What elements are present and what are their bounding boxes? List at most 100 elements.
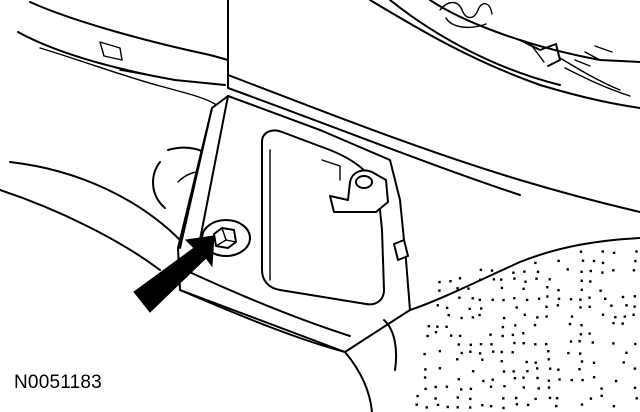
carpet-dot: [469, 406, 472, 409]
carpet-dot: [625, 351, 628, 354]
carpet-dot: [489, 405, 493, 408]
carpet-texture: [415, 250, 638, 410]
carpet-dot: [622, 361, 625, 364]
carpet-dot: [600, 394, 603, 397]
carpet-dot: [623, 315, 626, 318]
carpet-dot: [599, 289, 602, 292]
carpet-dot: [556, 304, 560, 307]
carpet-dot: [621, 322, 624, 325]
carpet-dot: [502, 397, 505, 400]
carpet-dot: [578, 340, 581, 343]
carpet-dot: [612, 251, 616, 254]
carpet-dot: [536, 367, 539, 370]
carpet-dot: [580, 279, 583, 282]
carpet-dot: [445, 306, 449, 309]
carpet-dot: [635, 250, 638, 253]
carpet-dot: [480, 307, 483, 310]
carpet-dot: [457, 378, 460, 381]
carpet-dot: [478, 352, 482, 355]
carpet-dot: [434, 385, 437, 389]
carpet-dot: [490, 343, 493, 346]
seat-cushion-outline: [0, 146, 215, 271]
fastener-bolt: [201, 219, 251, 257]
carpet-dot: [438, 289, 441, 292]
carpet-dot: [610, 304, 613, 307]
carpet-dot: [511, 333, 515, 337]
carpet-dot: [525, 360, 528, 364]
carpet-dot: [589, 397, 593, 400]
carpet-dot: [526, 370, 529, 373]
carpet-dot: [501, 334, 504, 338]
carpet-dot: [612, 269, 615, 272]
carpet-dot: [614, 379, 618, 383]
carpet-dot: [434, 397, 437, 400]
carpet-dot: [547, 350, 550, 353]
carpet-dot: [589, 269, 592, 273]
carpet-dot: [580, 403, 584, 406]
carpet-dot: [512, 271, 515, 274]
carpet-dot: [569, 340, 573, 343]
carpet-dot: [514, 324, 517, 327]
carpet-dot: [515, 396, 518, 400]
carpet-dot: [501, 325, 505, 329]
carpet-dot: [513, 377, 517, 380]
carpet-dot: [547, 386, 551, 389]
carpet-dot: [570, 378, 573, 382]
carpet-dot: [534, 343, 537, 346]
carpet-dot: [502, 316, 506, 320]
carpet-dot: [426, 334, 429, 338]
carpet-dot: [513, 297, 516, 300]
carpet-dot: [580, 270, 583, 273]
carpet-dot: [612, 405, 616, 408]
carpet-dot: [416, 394, 419, 398]
carpet-dot: [471, 316, 475, 319]
carpet-dot: [479, 278, 482, 281]
carpet-dot: [566, 268, 569, 271]
carpet-dot: [545, 315, 548, 318]
carpet-dot: [457, 343, 460, 346]
carpet-dot: [537, 297, 541, 300]
carpet-dot: [557, 297, 561, 300]
carpet-dot: [522, 287, 525, 290]
carpet-dot: [625, 304, 628, 307]
carpet-dot: [579, 352, 582, 355]
carpet-dot: [500, 360, 503, 363]
carpet-dot: [445, 325, 448, 328]
carpet-dot: [534, 361, 537, 364]
carpet-dot: [632, 269, 636, 272]
carpet-dot: [478, 298, 481, 301]
carpet-dot: [548, 278, 551, 281]
carpet-dot: [468, 307, 471, 310]
carpet-dot: [424, 387, 427, 391]
carpet-dot: [415, 403, 418, 406]
carpet-dot: [502, 298, 505, 302]
carpet-dot: [467, 287, 470, 290]
carpet-dot: [632, 313, 635, 316]
carpet-dot: [469, 350, 472, 353]
carpet-dot: [513, 341, 516, 345]
carpet-dot: [482, 379, 485, 383]
carpet-dot: [502, 370, 506, 373]
carpet-dot: [469, 387, 473, 391]
carpet-dot: [515, 306, 518, 309]
carpet-dot: [490, 269, 494, 272]
carpet-dot: [588, 296, 591, 299]
carpet-dot: [547, 379, 550, 382]
carpet-dot: [500, 278, 503, 281]
carpet-dot: [580, 324, 583, 327]
carpet-dot: [478, 313, 481, 317]
carpet-dot: [536, 270, 540, 273]
carpet-dot: [557, 259, 560, 263]
carpet-dot: [436, 304, 439, 307]
carpet-dot: [634, 342, 637, 346]
carpet-dot: [522, 376, 525, 379]
carpet-dot: [423, 376, 427, 379]
carpet-dot: [489, 333, 492, 336]
carpet-dot: [580, 288, 583, 291]
carpet-dot: [479, 343, 483, 346]
carpet-dot: [635, 397, 638, 400]
carpet-dot: [578, 368, 581, 371]
carpet-dot: [471, 297, 474, 300]
